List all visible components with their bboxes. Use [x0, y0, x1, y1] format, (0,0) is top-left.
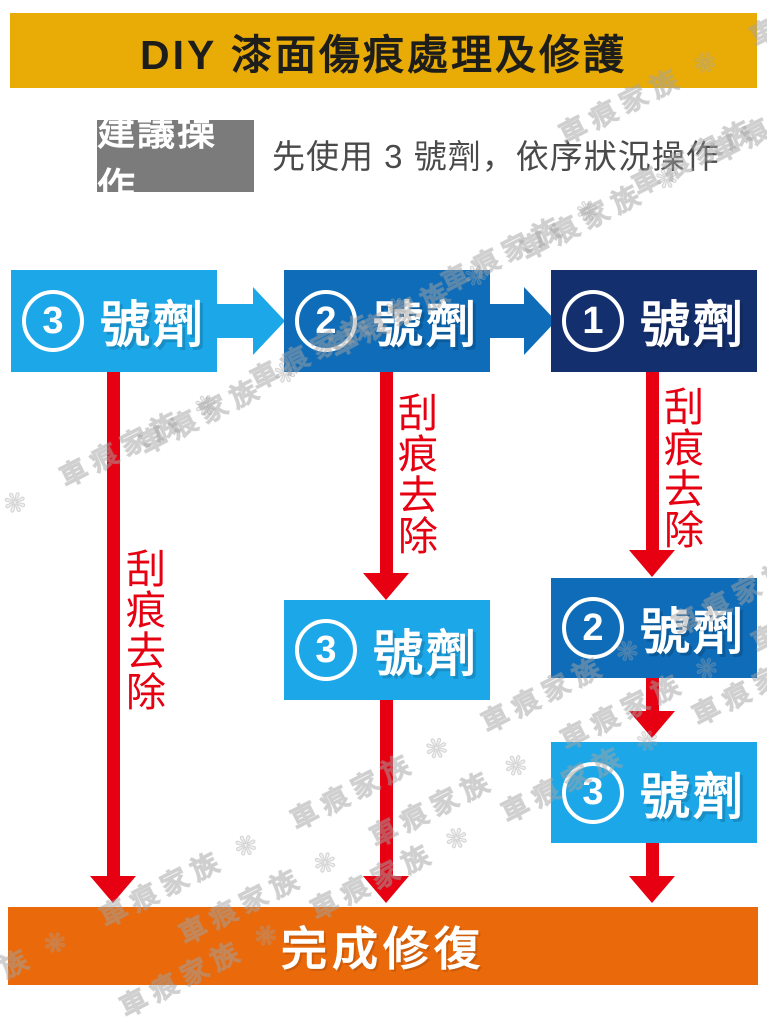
- arrow-head: [363, 876, 409, 903]
- scratch-removal-label-col2: 刮痕去除: [392, 392, 436, 556]
- arrow-head: [363, 573, 409, 600]
- step-box-agent3-col2: 3 號劑: [284, 600, 490, 700]
- arrow-head: [629, 550, 675, 577]
- arrow-shaft: [217, 304, 253, 338]
- arrow-head: [90, 876, 136, 903]
- circled-number-3: 3: [22, 290, 84, 352]
- title-banner: DIY 漆面傷痕處理及修護: [10, 13, 757, 88]
- arrow-shaft: [379, 372, 393, 573]
- circled-number-1: 1: [562, 290, 624, 352]
- circled-number-2: 2: [295, 290, 357, 352]
- arrow-shaft: [645, 678, 659, 711]
- down-arrow-icon-col2-top: [363, 372, 409, 600]
- step-box-label: 號劑: [100, 297, 206, 353]
- down-arrow-icon-col2-bottom: [363, 700, 409, 903]
- arrow-shaft: [488, 304, 524, 338]
- step-box-agent2-col2: 2 號劑: [284, 270, 490, 372]
- step-box-label: 號劑: [640, 297, 746, 353]
- arrow-shaft: [379, 700, 393, 876]
- arrow-head: [253, 287, 285, 355]
- suggestion-note: 先使用 3 號劑，依序狀況操作: [272, 138, 720, 175]
- right-arrow-icon-2: [488, 287, 556, 355]
- circled-number-3: 3: [562, 761, 624, 824]
- step-box-label: 號劑: [373, 626, 479, 682]
- arrow-head: [629, 876, 675, 903]
- step-box-agent3-col1: 3 號劑: [11, 270, 217, 372]
- step-box-label: 號劑: [373, 297, 479, 353]
- step-box-label: 號劑: [640, 768, 746, 825]
- arrow-head: [524, 287, 556, 355]
- arrow-shaft: [645, 372, 659, 550]
- right-arrow-icon-1: [217, 287, 285, 355]
- scratch-removal-label-col1: 刮痕去除: [120, 548, 164, 712]
- down-arrow-icon-col3-top: [629, 372, 675, 577]
- circled-number-2: 2: [562, 597, 624, 659]
- completion-banner: 完成修復: [8, 907, 758, 985]
- down-arrow-icon-col3-bottom: [629, 843, 675, 903]
- arrow-head: [629, 711, 675, 738]
- scratch-removal-label-col3: 刮痕去除: [658, 386, 702, 550]
- suggestion-label-box: 建議操作: [97, 112, 254, 209]
- suggestion-label: 建議操作: [97, 112, 218, 209]
- page-title: DIY 漆面傷痕處理及修護: [140, 31, 627, 78]
- step-box-agent2-col3: 2 號劑: [551, 578, 757, 678]
- circled-number-3: 3: [295, 619, 357, 681]
- step-box-agent3-col3: 3 號劑: [551, 742, 757, 843]
- arrow-shaft: [106, 372, 120, 876]
- down-arrow-icon-col3-mid: [629, 678, 675, 738]
- completion-text: 完成修復: [281, 923, 485, 975]
- down-arrow-icon-col1: [90, 372, 136, 903]
- step-box-agent1-col3: 1 號劑: [551, 270, 757, 372]
- step-box-label: 號劑: [640, 604, 746, 660]
- arrow-shaft: [645, 843, 659, 876]
